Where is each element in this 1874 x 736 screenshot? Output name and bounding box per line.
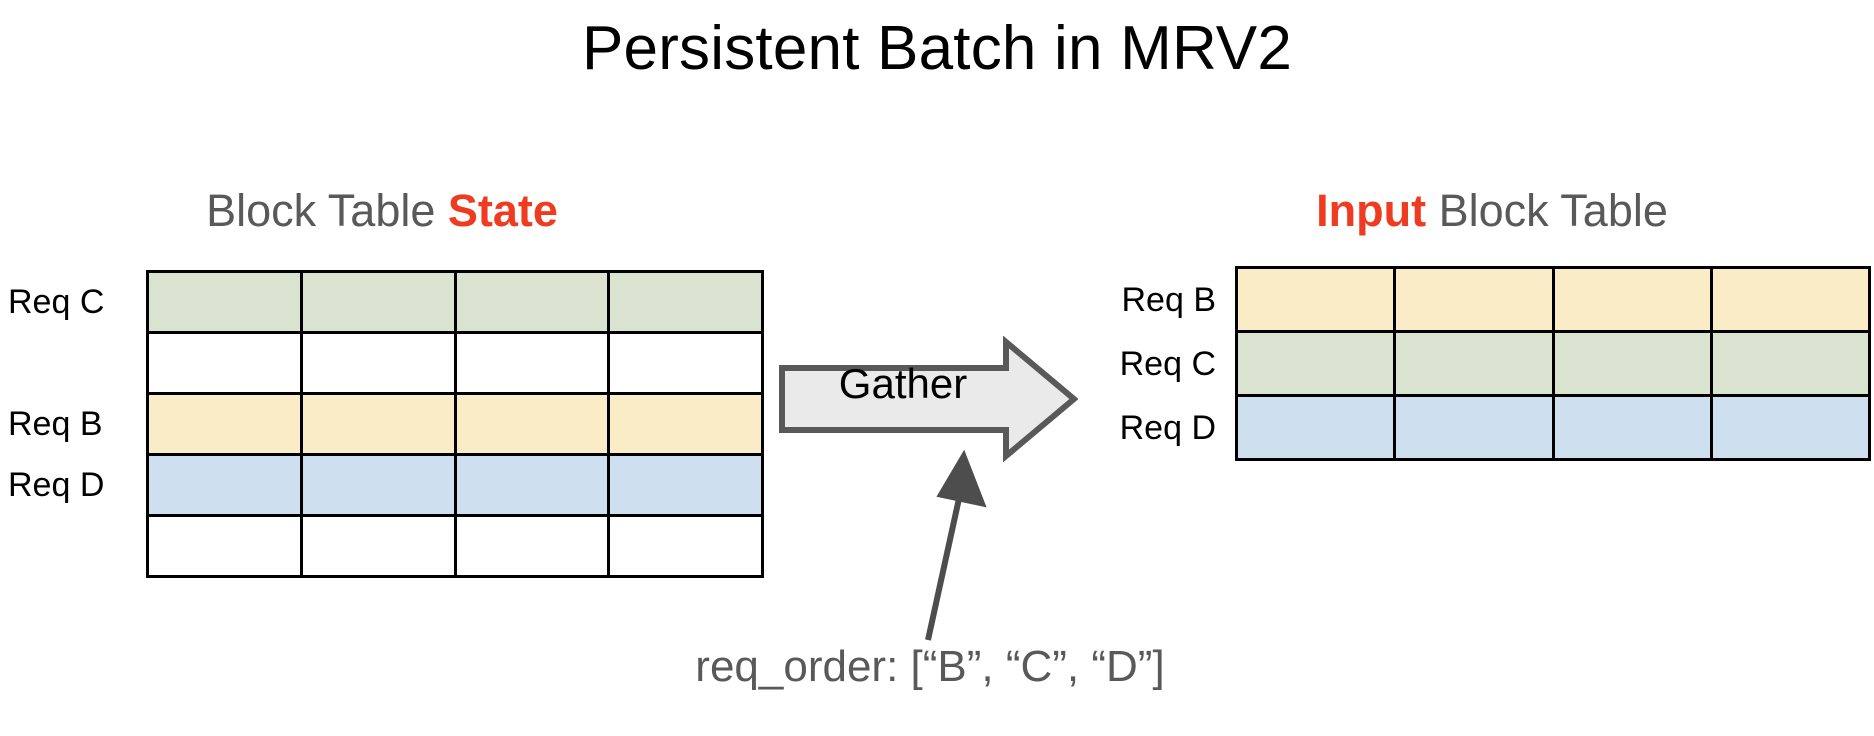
state-block-cell — [146, 270, 303, 334]
state-block-cell — [146, 514, 303, 578]
input-block-cell — [1551, 266, 1713, 333]
state-block-cell — [299, 392, 457, 456]
input-block-cell — [1709, 266, 1872, 333]
input-block-cell — [1234, 330, 1397, 397]
input-block-cell — [1393, 266, 1555, 333]
input-block-cell — [1551, 394, 1713, 461]
table-row — [1234, 266, 1872, 333]
state-block-cell — [299, 514, 457, 578]
input-block-cell — [1709, 330, 1872, 397]
table-row — [1234, 330, 1872, 397]
block-table-state-grid — [146, 270, 764, 578]
input-block-table-body — [1234, 266, 1872, 461]
row-label-req-d: Req D — [1119, 408, 1216, 447]
input-block-cell — [1709, 394, 1872, 461]
row-label-req-b: Req B — [8, 405, 103, 443]
heading-left-plain-before: Block Table — [206, 185, 448, 236]
input-block-cell — [1234, 394, 1397, 461]
input-block-cell — [1393, 394, 1555, 461]
row-label-req-d: Req D — [8, 466, 105, 504]
state-block-cell — [146, 392, 303, 456]
input-block-cell — [1551, 330, 1713, 397]
state-block-cell — [607, 514, 764, 578]
state-block-cell — [299, 453, 457, 517]
input-block-table-grid — [1234, 266, 1872, 461]
state-block-cell — [607, 453, 764, 517]
table-row — [146, 514, 764, 578]
row-label-req-c: Req C — [8, 283, 105, 321]
pointer-arrow-icon — [925, 450, 987, 641]
state-block-cell — [146, 331, 303, 395]
state-block-cell — [607, 331, 764, 395]
table-row — [146, 453, 764, 517]
heading-block-table-state: Block Table State — [0, 185, 764, 237]
input-block-cell — [1234, 266, 1397, 333]
table-row — [146, 331, 764, 395]
req-order-caption: req_order: [“B”, “C”, “D”] — [695, 642, 1165, 691]
state-block-cell — [146, 453, 303, 517]
state-block-cell — [453, 453, 611, 517]
state-block-cell — [453, 331, 611, 395]
page-title: Persistent Batch in MRV2 — [581, 14, 1293, 83]
state-block-cell — [453, 392, 611, 456]
table-row — [146, 392, 764, 456]
state-block-cell — [453, 514, 611, 578]
row-label-req-b: Req B — [1121, 280, 1217, 319]
heading-right-accent: Input — [1316, 185, 1427, 236]
state-block-cell — [607, 270, 764, 334]
state-block-cell — [453, 270, 611, 334]
gather-label: Gather — [838, 360, 968, 407]
heading-right-plain-after: Block Table — [1426, 185, 1668, 236]
state-block-cell — [299, 270, 457, 334]
state-block-cell — [607, 392, 764, 456]
table-row — [146, 270, 764, 334]
heading-left-accent: State — [447, 185, 558, 236]
row-label-req-c: Req C — [1119, 344, 1216, 383]
gather-arrow-icon — [779, 336, 1078, 462]
block-table-state-body — [146, 270, 764, 578]
heading-input-block-table: Input Block Table — [1110, 185, 1874, 237]
state-block-cell — [299, 331, 457, 395]
table-row — [1234, 394, 1872, 461]
input-block-cell — [1393, 330, 1555, 397]
